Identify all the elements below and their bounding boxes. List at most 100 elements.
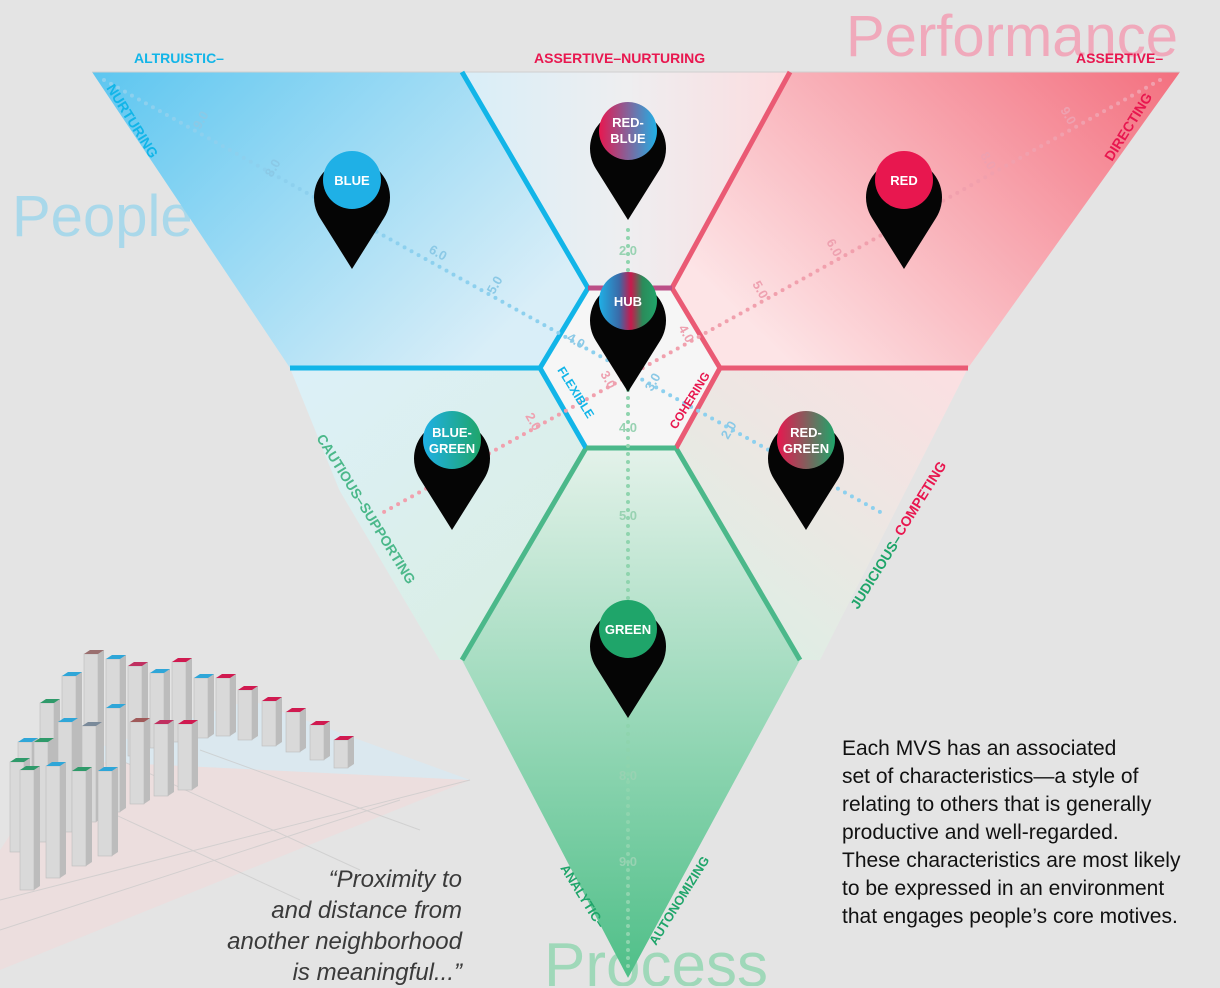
city-bar-side xyxy=(60,762,66,878)
bar-city-illustration xyxy=(0,650,471,970)
pin-red-green[interactable]: RED- GREEN xyxy=(767,411,844,530)
pin-blue[interactable]: BLUE xyxy=(314,151,391,269)
city-bar xyxy=(237,689,253,741)
city-bar-top xyxy=(58,718,78,722)
pin-red-label: RED xyxy=(890,173,917,188)
city-bar-top xyxy=(178,720,198,724)
label-altruistic: ALTRUISTIC– xyxy=(134,50,224,66)
quote-line: another neighborhood xyxy=(227,928,462,955)
red-green-zone xyxy=(676,368,968,660)
city-bar-top xyxy=(62,672,82,676)
city-bar-top xyxy=(18,738,38,742)
city-bar-side xyxy=(120,704,126,812)
city-bar xyxy=(285,711,301,753)
city-bar-top xyxy=(130,718,150,722)
city-bar-side xyxy=(144,718,150,804)
city-bar-side xyxy=(324,721,330,760)
city-bar-side xyxy=(34,766,40,890)
city-bar-top xyxy=(216,674,236,678)
city-bar-top xyxy=(84,650,104,654)
description-line: set of characteristics—a style of xyxy=(842,765,1139,788)
pin-red-green-label-2: GREEN xyxy=(783,441,829,456)
city-bar xyxy=(333,739,349,769)
city-bar-top xyxy=(10,758,30,762)
city-bar-top xyxy=(46,762,66,766)
city-bar-top xyxy=(128,662,148,666)
city-bar-side xyxy=(348,736,354,768)
pin-red-blue-label-2: BLUE xyxy=(610,131,646,146)
pin-hub-label: HUB xyxy=(614,294,642,309)
city-bar-top xyxy=(150,669,170,673)
city-bar-side xyxy=(192,720,198,790)
city-bar-top xyxy=(286,708,306,712)
city-bar-side xyxy=(112,767,118,856)
city-bar-top xyxy=(334,736,354,740)
green-axis-ticks: 2.0 4.0 5.0 8.0 9.0 xyxy=(619,243,637,869)
city-bar-side xyxy=(276,697,282,746)
pin-blue-green[interactable]: BLUE- GREEN xyxy=(414,411,490,530)
city-bar-top xyxy=(106,704,126,708)
pin-red[interactable]: RED xyxy=(866,151,942,269)
quote-line: is meaningful...” xyxy=(292,959,462,986)
city-bar-top xyxy=(310,721,330,725)
green-tick: 9.0 xyxy=(619,854,637,869)
city-bar xyxy=(71,770,87,867)
pin-green-label: GREEN xyxy=(605,622,651,637)
city-bar-side xyxy=(230,674,236,736)
green-tick: 4.0 xyxy=(619,420,637,435)
pin-blue-label: BLUE xyxy=(334,173,370,188)
pin-red-blue-label-1: RED- xyxy=(612,115,644,130)
city-bar-top xyxy=(238,686,258,690)
description-line: that engages people’s core motives. xyxy=(842,905,1178,928)
city-bar xyxy=(215,677,231,737)
blue-green-zone xyxy=(290,368,586,660)
description-line: productive and well-regarded. xyxy=(842,821,1119,844)
city-bar xyxy=(261,700,277,747)
city-bar-side xyxy=(86,767,92,866)
city-bar-top xyxy=(262,697,282,701)
city-bar-top xyxy=(106,655,126,659)
process-title: Process xyxy=(544,931,768,986)
quote-block: “Proximity to and distance from another … xyxy=(120,864,462,988)
description-line: Each MVS has an associated xyxy=(842,737,1117,760)
label-assertive-nurturing: ASSERTIVE–NURTURING xyxy=(534,50,705,66)
green-tick: 8.0 xyxy=(619,768,637,783)
quote-line: and distance from xyxy=(271,897,462,924)
description-line: These characteristics are most likely xyxy=(842,849,1181,872)
city-bar-top xyxy=(34,738,54,742)
city-bar xyxy=(309,724,325,761)
city-bar xyxy=(177,723,193,791)
pin-green[interactable]: GREEN xyxy=(590,600,666,718)
city-bar-top xyxy=(20,766,40,770)
city-bar-side xyxy=(300,708,306,752)
city-bar-top xyxy=(194,674,214,678)
city-bar-top xyxy=(82,722,102,726)
pin-red-blue[interactable]: RED- BLUE xyxy=(590,102,666,220)
pin-hub[interactable]: HUB xyxy=(590,272,666,392)
description-text: Each MVS has an associated set of charac… xyxy=(842,735,1220,931)
city-bar xyxy=(129,721,145,805)
city-bar xyxy=(153,723,169,797)
pin-red-green-label-1: RED- xyxy=(790,425,822,440)
pin-blue-green-label-1: BLUE- xyxy=(432,425,472,440)
pin-blue-green-label-2: GREEN xyxy=(429,441,475,456)
quote-line: “Proximity to xyxy=(328,866,462,893)
performance-title: Performance xyxy=(846,4,1178,69)
city-bar-side xyxy=(252,686,258,740)
city-bar-side xyxy=(168,720,174,796)
green-tick: 5.0 xyxy=(619,508,637,523)
city-bar-side xyxy=(208,674,214,738)
city-bar xyxy=(97,770,113,857)
city-bar-top xyxy=(154,720,174,724)
city-bar-top xyxy=(40,699,60,703)
city-bar-top xyxy=(172,658,192,662)
city-bar xyxy=(19,769,35,891)
city-bar-top xyxy=(72,767,92,771)
description-line: to be expressed in an environment xyxy=(842,877,1165,900)
city-bar xyxy=(45,765,61,879)
city-bar-top xyxy=(98,767,118,771)
description-line: relating to others that is generally xyxy=(842,793,1152,816)
zone-dividers xyxy=(290,70,968,662)
label-assertive: ASSERTIVE– xyxy=(1076,50,1163,66)
